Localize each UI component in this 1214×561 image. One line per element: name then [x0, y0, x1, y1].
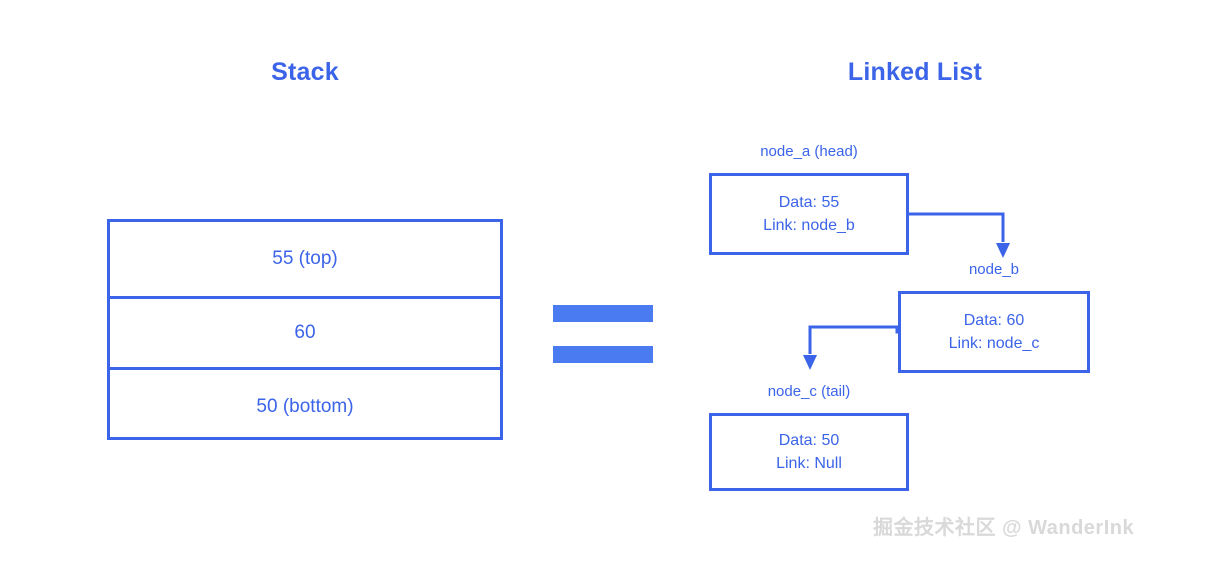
node-a-link: Link: node_b — [763, 217, 855, 234]
node-b-data: Data: 60 — [963, 311, 1025, 329]
stack-container: 55 (top) 60 50 (bottom) — [107, 219, 503, 440]
node-c-label: node_c (tail) — [767, 383, 851, 400]
equals-bar-lower — [553, 346, 653, 363]
stack-cell-top: 55 (top) — [272, 248, 338, 269]
node-b-label: node_b — [968, 261, 1020, 278]
node-c-data: Data: 50 — [778, 431, 840, 449]
stack-cell-middle: 60 — [110, 296, 500, 370]
node-c-box: Data: 50 Link: Null — [709, 413, 909, 491]
arrow-a-to-b-head — [996, 243, 1010, 258]
arrow-b-to-c-head — [803, 355, 817, 370]
watermark-text: 掘金技术社区 @ WanderInk — [873, 517, 1135, 539]
equals-sign-icon — [553, 305, 653, 365]
node-b-box: Data: 60 Link: node_c — [898, 291, 1090, 373]
node-a-data: Data: 55 — [778, 193, 840, 211]
node-c-link: Link: Null — [776, 455, 842, 472]
node-a-label: node_a (head) — [760, 143, 858, 160]
node-b-link: Link: node_c — [948, 335, 1040, 352]
linked-list-title: Linked List — [847, 58, 983, 86]
arrow-a-to-b-path — [909, 212, 1005, 242]
node-a-box: Data: 55 Link: node_b — [709, 173, 909, 255]
arrow-b-to-c-path — [808, 325, 899, 354]
equals-bar-upper — [553, 305, 653, 322]
stack-cell-bottom: 50 (bottom) — [256, 395, 354, 417]
stack-title: Stack — [271, 58, 339, 86]
